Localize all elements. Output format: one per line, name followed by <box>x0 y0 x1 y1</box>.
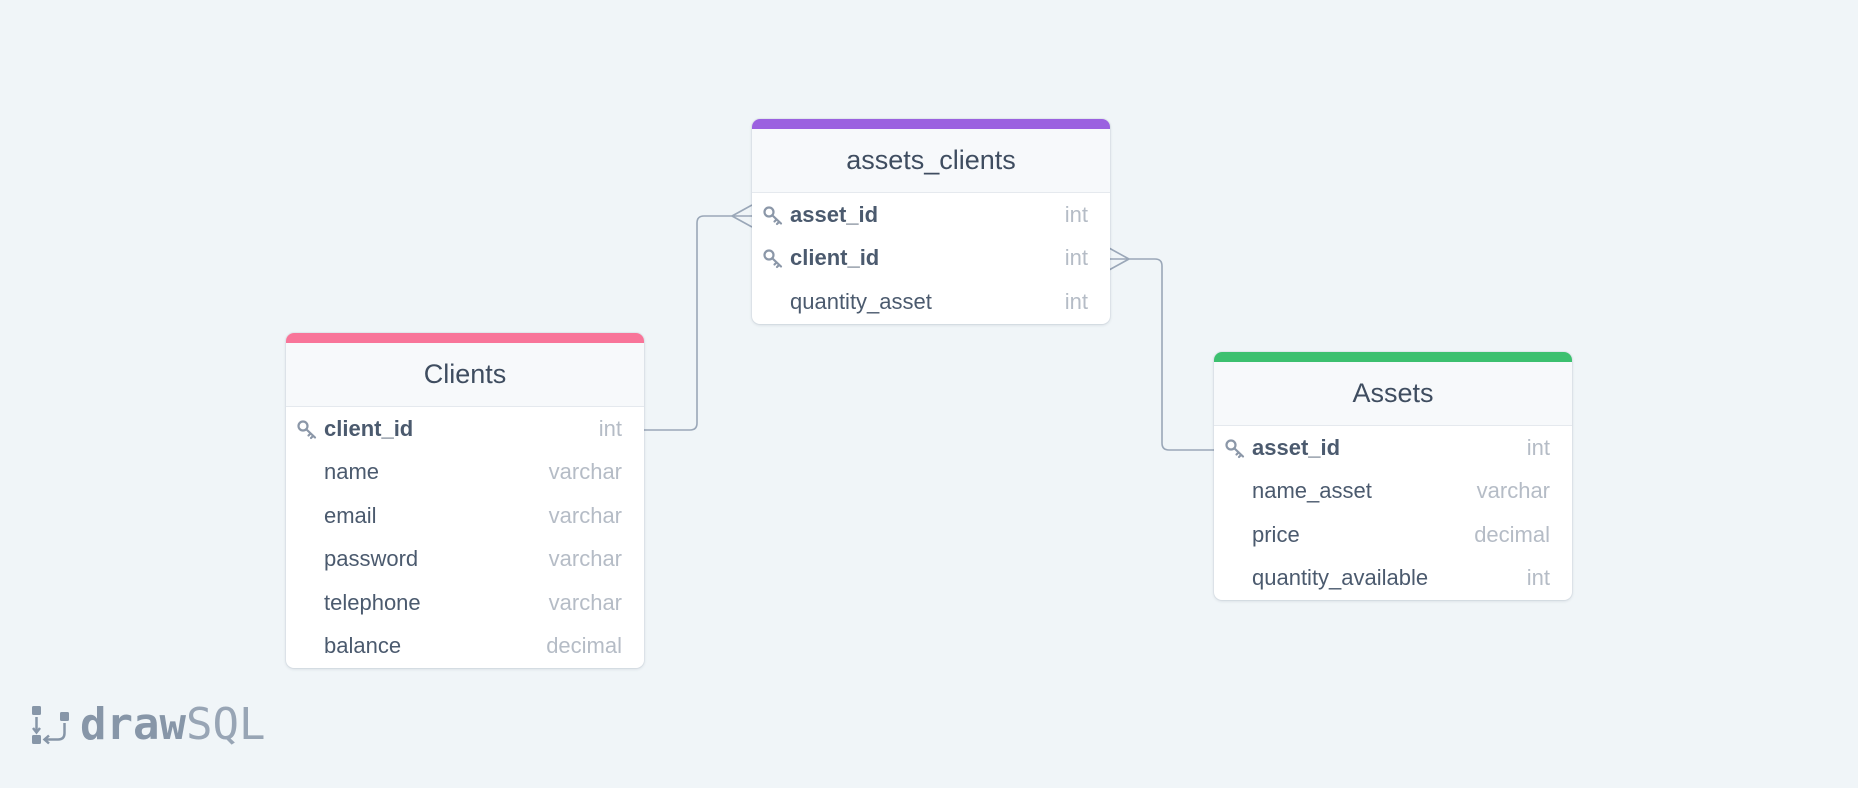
key-icon <box>762 247 784 269</box>
column-name: client_id <box>790 245 880 271</box>
table-color-bar <box>752 119 1110 129</box>
table-assets-clients[interactable]: assets_clients asset_id int client_id in… <box>752 119 1110 324</box>
table-title[interactable]: Clients <box>286 343 644 407</box>
key-icon <box>1224 437 1246 459</box>
column-name: name <box>324 459 380 485</box>
column-row-asset-id[interactable]: asset_id int <box>1214 426 1572 470</box>
column-name: client_id <box>324 415 414 441</box>
column-name: quantity_available <box>1252 565 1429 591</box>
relation-assets-to-assets-clients[interactable] <box>1109 258 1215 451</box>
column-row-name[interactable]: name varchar <box>286 451 644 495</box>
key-icon <box>296 418 318 440</box>
drawsql-logo-text: drawSQL <box>80 703 265 747</box>
column-type: int <box>1064 245 1088 271</box>
logo-text-bold: draw <box>80 699 186 750</box>
column-row-email[interactable]: email varchar <box>286 494 644 538</box>
column-type: decimal <box>546 633 622 659</box>
column-type: decimal <box>1474 521 1550 547</box>
drawsql-logo-icon <box>32 706 69 745</box>
column-name: password <box>324 546 419 572</box>
column-name: asset_id <box>1252 434 1341 460</box>
logo-text-light: SQL <box>185 699 266 750</box>
column-name: email <box>324 502 377 528</box>
column-type: int <box>1526 565 1550 591</box>
column-type: int <box>1064 288 1088 314</box>
relation-clients-to-assets-clients[interactable] <box>644 215 752 431</box>
column-type: varchar <box>1476 478 1550 504</box>
column-name: balance <box>324 633 402 659</box>
column-name: asset_id <box>790 201 879 227</box>
column-name: price <box>1252 521 1300 547</box>
column-type: varchar <box>548 459 622 485</box>
column-row-name-asset[interactable]: name_asset varchar <box>1214 470 1572 514</box>
column-type: int <box>1064 201 1088 227</box>
table-clients[interactable]: Clients client_id int name varchar email… <box>286 333 644 668</box>
column-type: int <box>598 415 622 441</box>
table-color-bar <box>1214 352 1572 362</box>
table-color-bar <box>286 333 644 343</box>
table-assets[interactable]: Assets asset_id int name_asset varchar p… <box>1214 352 1572 600</box>
column-row-quantity-asset[interactable]: quantity_asset int <box>752 280 1110 324</box>
column-row-client-id[interactable]: client_id int <box>286 407 644 451</box>
column-name: quantity_asset <box>790 288 932 314</box>
column-type: varchar <box>548 546 622 572</box>
column-type: int <box>1526 434 1550 460</box>
column-type: varchar <box>548 502 622 528</box>
column-row-balance[interactable]: balance decimal <box>286 625 644 669</box>
key-icon <box>762 204 784 226</box>
drawsql-logo[interactable]: drawSQL <box>30 700 265 750</box>
column-row-asset-id[interactable]: asset_id int <box>752 193 1110 237</box>
table-title[interactable]: Assets <box>1214 362 1572 426</box>
column-row-telephone[interactable]: telephone varchar <box>286 581 644 625</box>
crowfoot-assets-clients-right <box>1108 247 1130 271</box>
column-row-password[interactable]: password varchar <box>286 538 644 582</box>
column-type: varchar <box>548 589 622 615</box>
crowfoot-assets-clients-left <box>731 204 753 228</box>
table-title[interactable]: assets_clients <box>752 129 1110 193</box>
column-row-price[interactable]: price decimal <box>1214 513 1572 557</box>
column-row-client-id[interactable]: client_id int <box>752 237 1110 281</box>
column-name: name_asset <box>1252 478 1372 504</box>
column-name: telephone <box>324 589 421 615</box>
column-row-quantity-available[interactable]: quantity_available int <box>1214 557 1572 601</box>
